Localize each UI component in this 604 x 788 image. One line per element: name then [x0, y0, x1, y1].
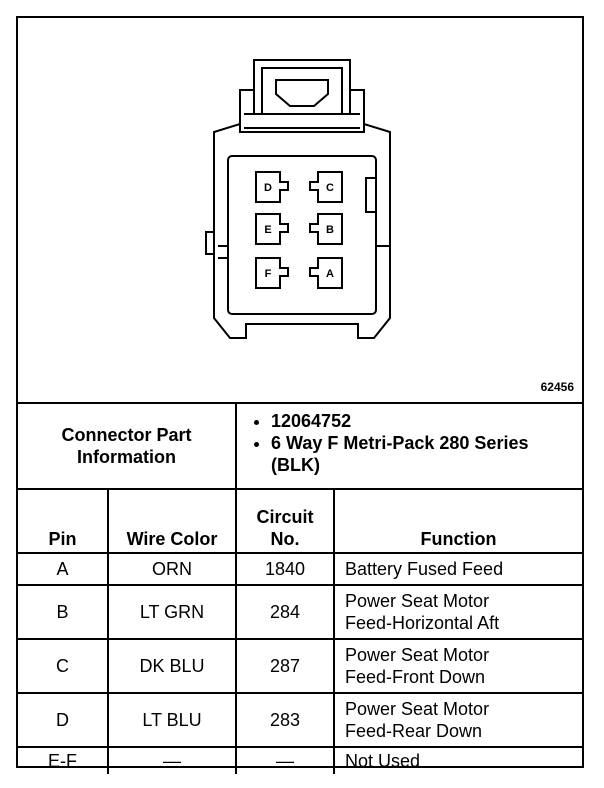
pin-cell: E-F — [18, 746, 109, 774]
pin-header: Pin — [18, 488, 109, 554]
header-row: Pin Wire Color Circuit No. Function — [18, 488, 583, 554]
pin-cell: B — [18, 584, 109, 640]
wire-color-cell: LT BLU — [107, 692, 237, 748]
cavity-e — [255, 213, 289, 245]
connector-info-label: Connector Part Information — [18, 404, 237, 490]
figure-id: 62456 — [540, 380, 574, 394]
wire-color-header: Wire Color — [107, 488, 237, 554]
cavity-label-b: B — [326, 224, 334, 236]
table-row: D LT BLU 283 Power Seat Motor Feed-Rear … — [18, 692, 583, 748]
function-header: Function — [332, 488, 583, 554]
circuit-cell: 283 — [235, 692, 335, 748]
table-row: C DK BLU 287 Power Seat Motor Feed-Front… — [18, 638, 583, 694]
connector-info-list: 12064752 6 Way F Metri-Pack 280 Series (… — [234, 404, 583, 490]
cavity-label-f: F — [265, 268, 272, 280]
pin-cell: C — [18, 638, 109, 694]
connector-info-row: Connector Part Information 12064752 6 Wa… — [18, 404, 583, 490]
cavity-b — [309, 213, 343, 245]
circuit-cell: 1840 — [235, 552, 335, 586]
cavity-label-e: E — [264, 224, 271, 236]
table-row: E-F — — Not Used — [18, 746, 583, 774]
cavity-label-a: A — [326, 268, 334, 280]
circuit-cell: 284 — [235, 584, 335, 640]
cavity-f — [255, 257, 289, 289]
pin-cell: D — [18, 692, 109, 748]
connector-frame: D C E B F A 62456 Connector Part Informa… — [16, 16, 584, 774]
function-cell: Power Seat Motor Feed-Horizontal Aft — [332, 584, 583, 640]
connector-table: Connector Part Information 12064752 6 Wa… — [18, 404, 583, 774]
connector-face-drawing: D C E B F A — [205, 59, 391, 339]
wire-color-cell: LT GRN — [107, 584, 237, 640]
wire-color-cell: — — [107, 746, 237, 774]
circuit-header: Circuit No. — [235, 488, 335, 554]
circuit-cell: — — [235, 746, 335, 774]
wire-color-cell: DK BLU — [107, 638, 237, 694]
table-row: A ORN 1840 Battery Fused Feed — [18, 552, 583, 586]
cavity-label-c: C — [326, 182, 334, 194]
connector-type: 6 Way F Metri-Pack 280 Series (BLK) — [271, 432, 574, 476]
function-cell: Not Used — [332, 746, 583, 774]
cavity-c — [309, 171, 343, 203]
table-row: B LT GRN 284 Power Seat Motor Feed-Horiz… — [18, 584, 583, 640]
function-cell: Power Seat Motor Feed-Front Down — [332, 638, 583, 694]
connector-diagram: D C E B F A 62456 — [18, 18, 582, 404]
cavity-a — [309, 257, 343, 289]
wire-color-cell: ORN — [107, 552, 237, 586]
circuit-cell: 287 — [235, 638, 335, 694]
function-cell: Battery Fused Feed — [332, 552, 583, 586]
cavity-label-d: D — [264, 182, 272, 194]
cavity-d — [255, 171, 289, 203]
pin-cell: A — [18, 552, 109, 586]
function-cell: Power Seat Motor Feed-Rear Down — [332, 692, 583, 748]
part-number: 12064752 — [271, 410, 574, 432]
